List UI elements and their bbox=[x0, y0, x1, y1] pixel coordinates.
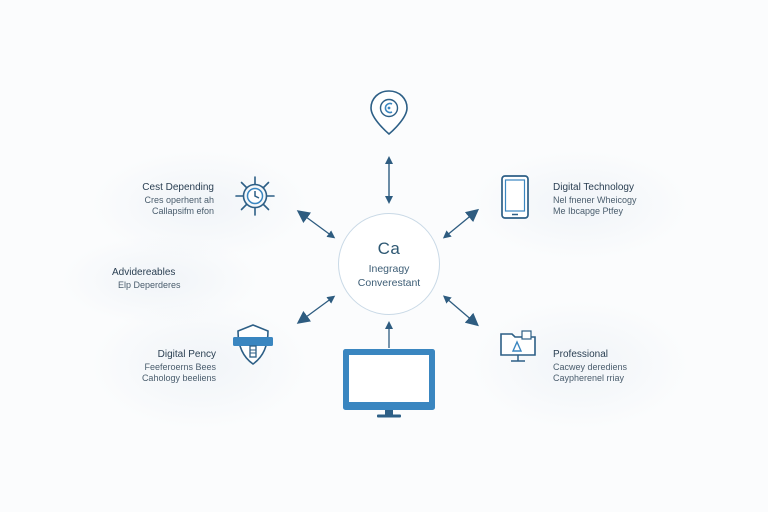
policy-node-desc-2: Cahology beeliens bbox=[141, 373, 216, 383]
cost-node-desc-2: Callapsifm efon bbox=[151, 206, 214, 216]
prof-node-desc-1: Cacwey derediens bbox=[553, 362, 628, 372]
center-line-1: Inegragy bbox=[368, 263, 410, 275]
location-pin-icon bbox=[370, 90, 408, 136]
cost-node-desc-1: Cres operhent ah bbox=[144, 195, 214, 205]
gear-icon bbox=[235, 176, 275, 216]
shield-icon bbox=[233, 324, 273, 365]
tablet-icon bbox=[501, 175, 529, 219]
policy-node-title: Digital Pency bbox=[157, 349, 216, 360]
background-glow bbox=[60, 235, 260, 325]
center-title: Ca bbox=[377, 239, 401, 258]
prof-node-title: Professional bbox=[553, 349, 609, 360]
advanced-node-title: Advidereables bbox=[112, 267, 176, 278]
tech-node-desc-1: Nel fnener Wheicogy bbox=[553, 195, 637, 205]
tech-node-desc-2: Me Ibcapge Ptfey bbox=[553, 206, 624, 216]
arrow-upper-left bbox=[296, 210, 336, 239]
center-line-2: Converestant bbox=[357, 277, 421, 289]
arrow-lower-left bbox=[296, 295, 336, 324]
monitor-icon bbox=[343, 349, 435, 418]
arrow-lower-right bbox=[442, 295, 479, 327]
cost-node-title: Cest Depending bbox=[142, 182, 214, 193]
center-hub bbox=[338, 213, 440, 315]
prof-node-desc-2: Caypherenel rriay bbox=[553, 373, 625, 383]
tech-node-title: Digital Technology bbox=[553, 182, 634, 193]
folder-icon bbox=[500, 330, 536, 362]
arrow-upper-right bbox=[442, 208, 480, 239]
background-glow bbox=[470, 300, 690, 430]
advanced-node-desc: Elp Deperderes bbox=[118, 280, 181, 290]
policy-node-desc-1: Feeferoerns Bees bbox=[144, 362, 216, 372]
